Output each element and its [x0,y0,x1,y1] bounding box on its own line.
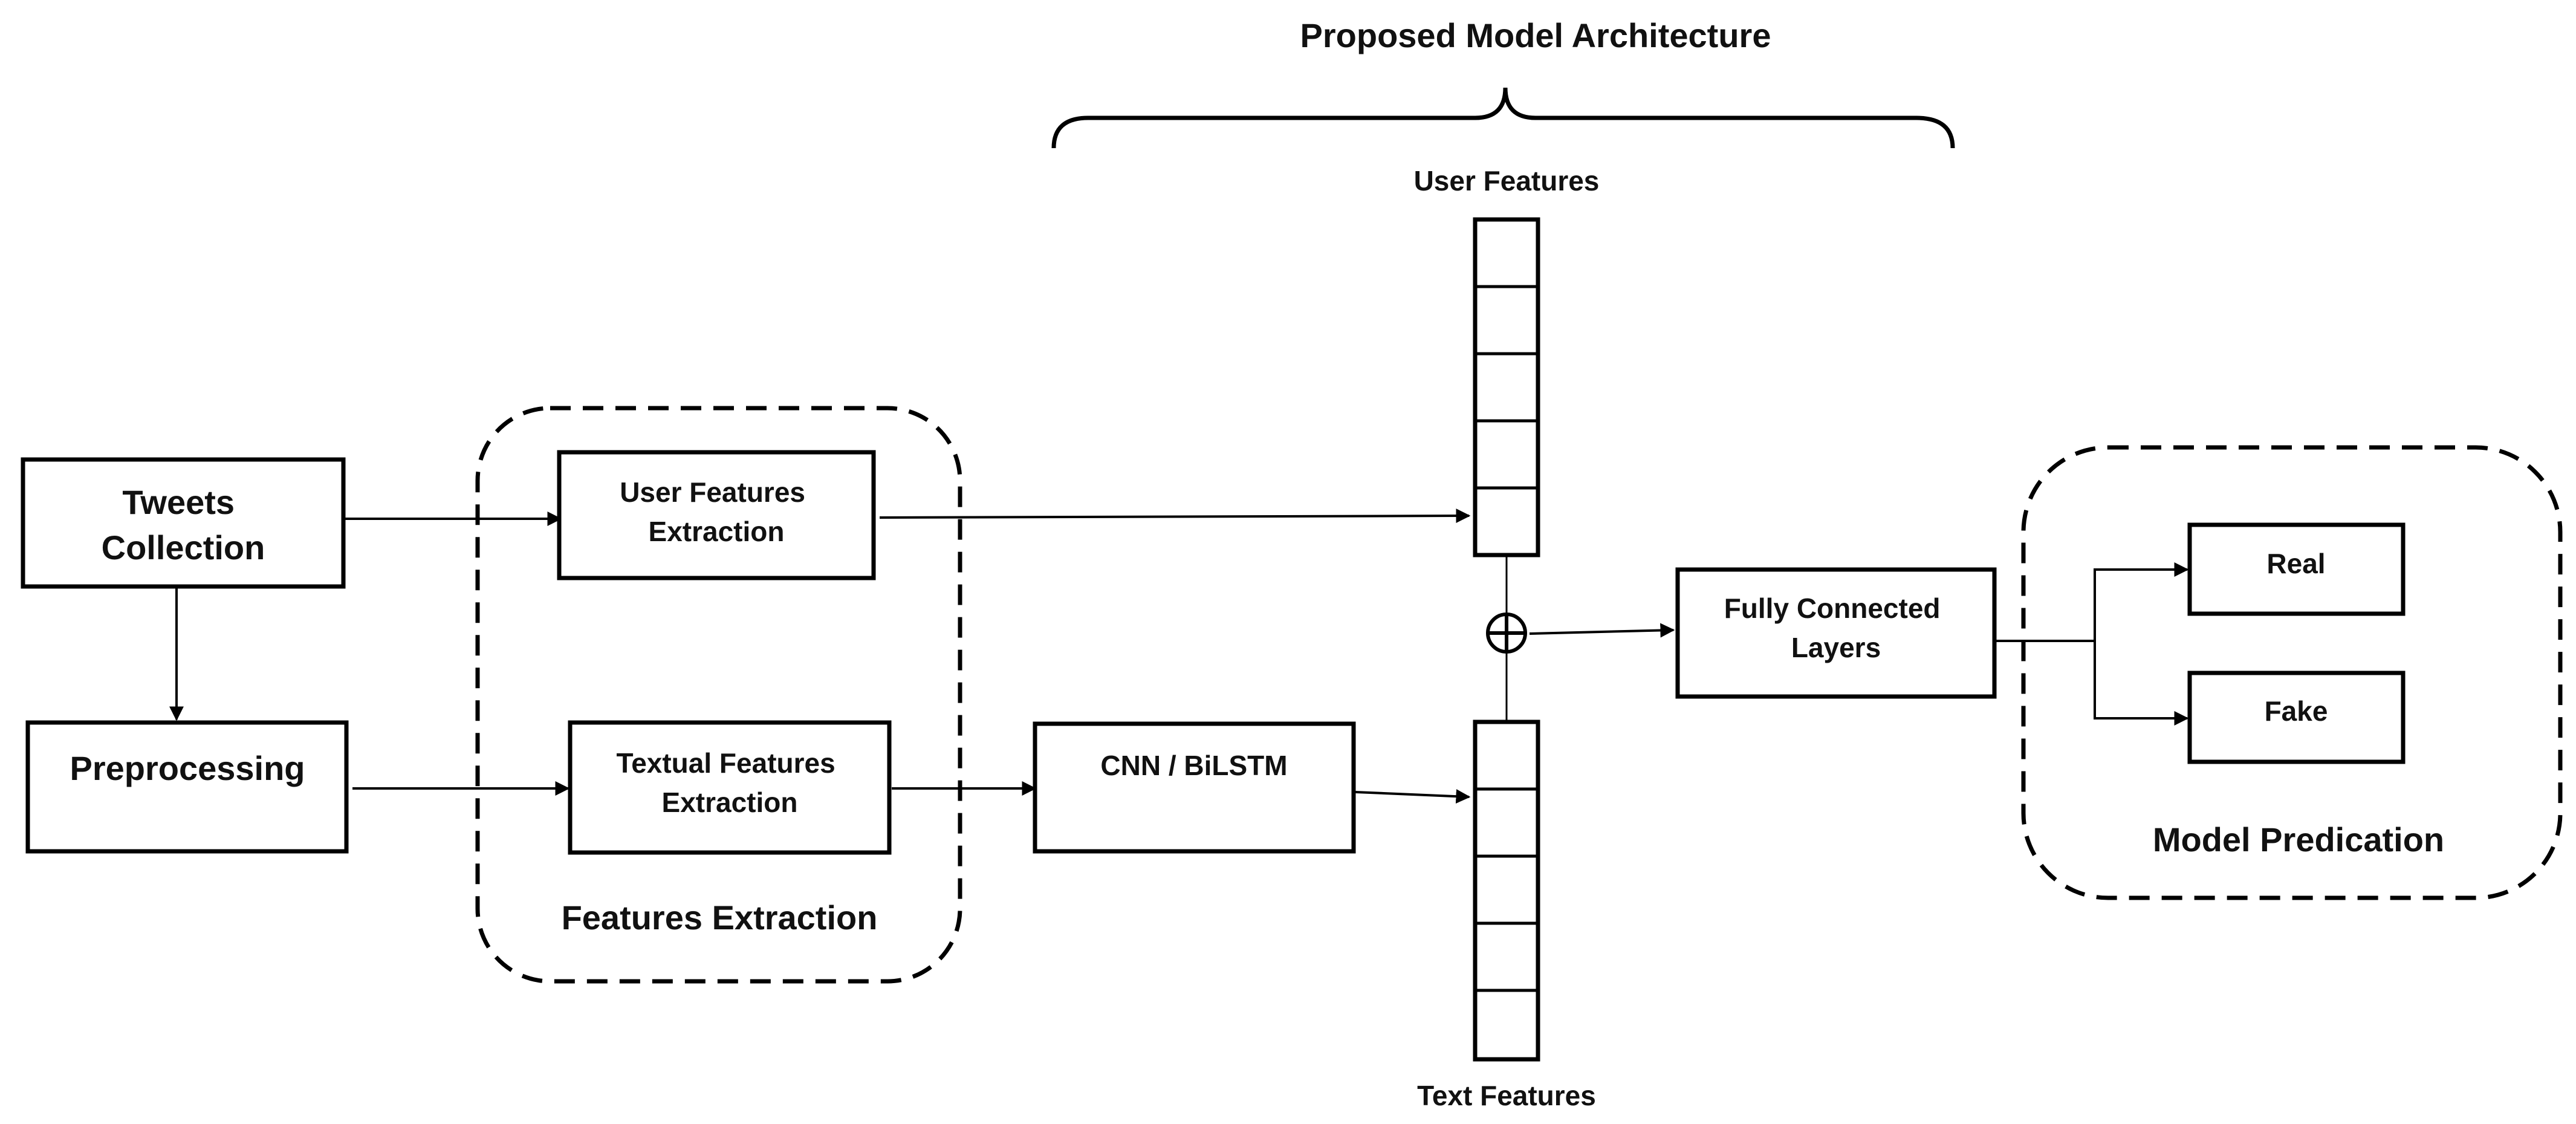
edge-fully-connected-to-fake [2094,641,2189,726]
architecture-brace [1051,87,1955,149]
fake-label: Fake [2265,695,2328,727]
user-features-extraction-box [557,450,876,580]
text-features-vector [1473,720,1540,1062]
edge-concat-to-fully-connected [1529,623,1675,638]
textual-features-extraction-box [568,720,892,855]
diagram-title: Proposed Model Architecture [1300,16,1771,54]
text-features-vector-label: Text Features [1417,1080,1596,1111]
user-features-vector-label: User Features [1414,165,1600,197]
preprocessing-box [25,720,349,854]
user-features-vector [1473,217,1540,557]
preprocessing-label: Preprocessing [70,749,305,787]
cnn-bilstm-box [1033,721,1356,854]
features-extraction-group [475,406,962,984]
concat-operator [1486,612,1527,654]
fully-connected-box [1675,567,1997,699]
tweets-collection-label: Tweets Collection [102,483,265,567]
fully-connected-label: Fully Connected Layers [1724,593,1948,663]
edge-fully-connected-to-real [1996,562,2189,642]
tweets-collection-box [21,457,346,589]
model-prediction-label: Model Predication [2153,820,2444,859]
real-label: Real [2266,548,2325,579]
edge-user-extraction-to-user-vector [879,508,1471,524]
model-prediction-group [2021,445,2563,900]
textual-features-extraction-label: Textual Features Extraction [617,747,843,818]
features-extraction-label: Features Extraction [562,898,878,937]
user-features-extraction-label: User Features Extraction [620,476,813,547]
real-box [2187,522,2406,616]
edge-cnn-to-text-vector [1355,789,1471,804]
cnn-bilstm-label: CNN / BiLSTM [1100,750,1287,781]
fake-box [2187,671,2406,764]
